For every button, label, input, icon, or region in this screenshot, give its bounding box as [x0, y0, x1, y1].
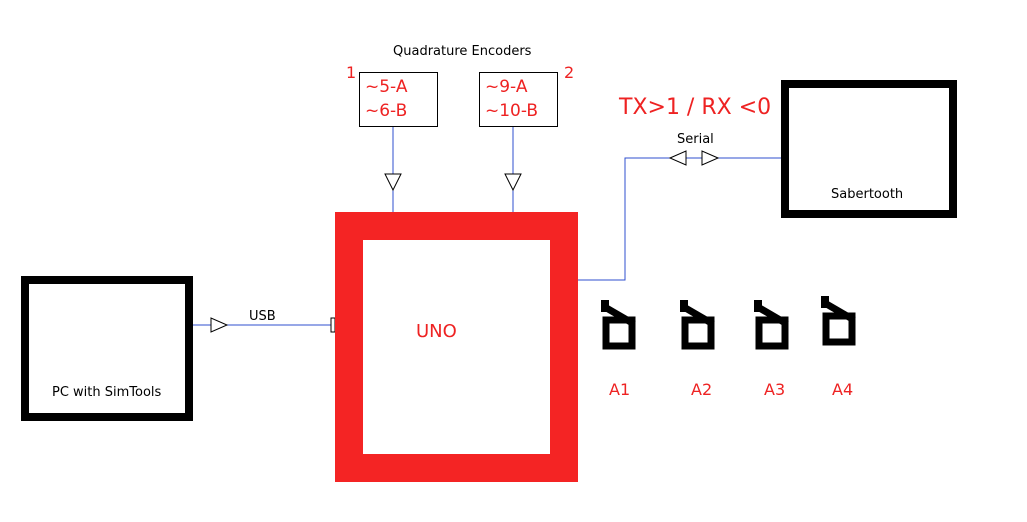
pc-label: PC with SimTools: [52, 385, 162, 400]
encoder-1-line-a: ~5-A: [365, 77, 408, 97]
usb-arrow: [210, 317, 229, 333]
encoder-2-arrow: [504, 173, 522, 192]
uno-label: UNO: [416, 321, 457, 342]
analog-label-a3: A3: [764, 380, 786, 399]
encoder-1-arrow: [384, 173, 402, 192]
serial-arrow-right: [701, 150, 720, 166]
pc-box: [21, 276, 193, 421]
encoder-2-box: ~9-A ~10-B: [479, 72, 558, 127]
serial-pin-note: TX>1 / RX <0: [619, 95, 772, 120]
diagram-title: Quadrature Encoders: [393, 44, 532, 59]
encoder-2-line-a: ~9-A: [485, 77, 528, 97]
analog-label-a2: A2: [691, 380, 713, 399]
encoder-1-box: ~5-A ~6-B: [359, 72, 438, 127]
encoder-1-line-b: ~6-B: [365, 101, 408, 121]
analog-label-a4: A4: [832, 380, 854, 399]
encoder-1-number: 1: [346, 63, 357, 82]
sensor-a1-icon: [601, 300, 636, 350]
encoder-2-line-b: ~10-B: [485, 101, 539, 121]
serial-wire: [578, 157, 785, 281]
encoder-2-number: 2: [564, 63, 575, 82]
usb-label: USB: [249, 309, 276, 324]
uno-board: [335, 212, 578, 482]
sensor-a3-icon: [754, 300, 789, 350]
serial-label: Serial: [677, 132, 714, 147]
serial-arrow-left: [668, 150, 687, 166]
sensor-a4-icon: [821, 296, 856, 346]
sabertooth-label: Sabertooth: [831, 187, 904, 202]
sabertooth-box: [781, 80, 957, 218]
analog-label-a1: A1: [609, 380, 631, 399]
sensor-a2-icon: [680, 300, 715, 350]
